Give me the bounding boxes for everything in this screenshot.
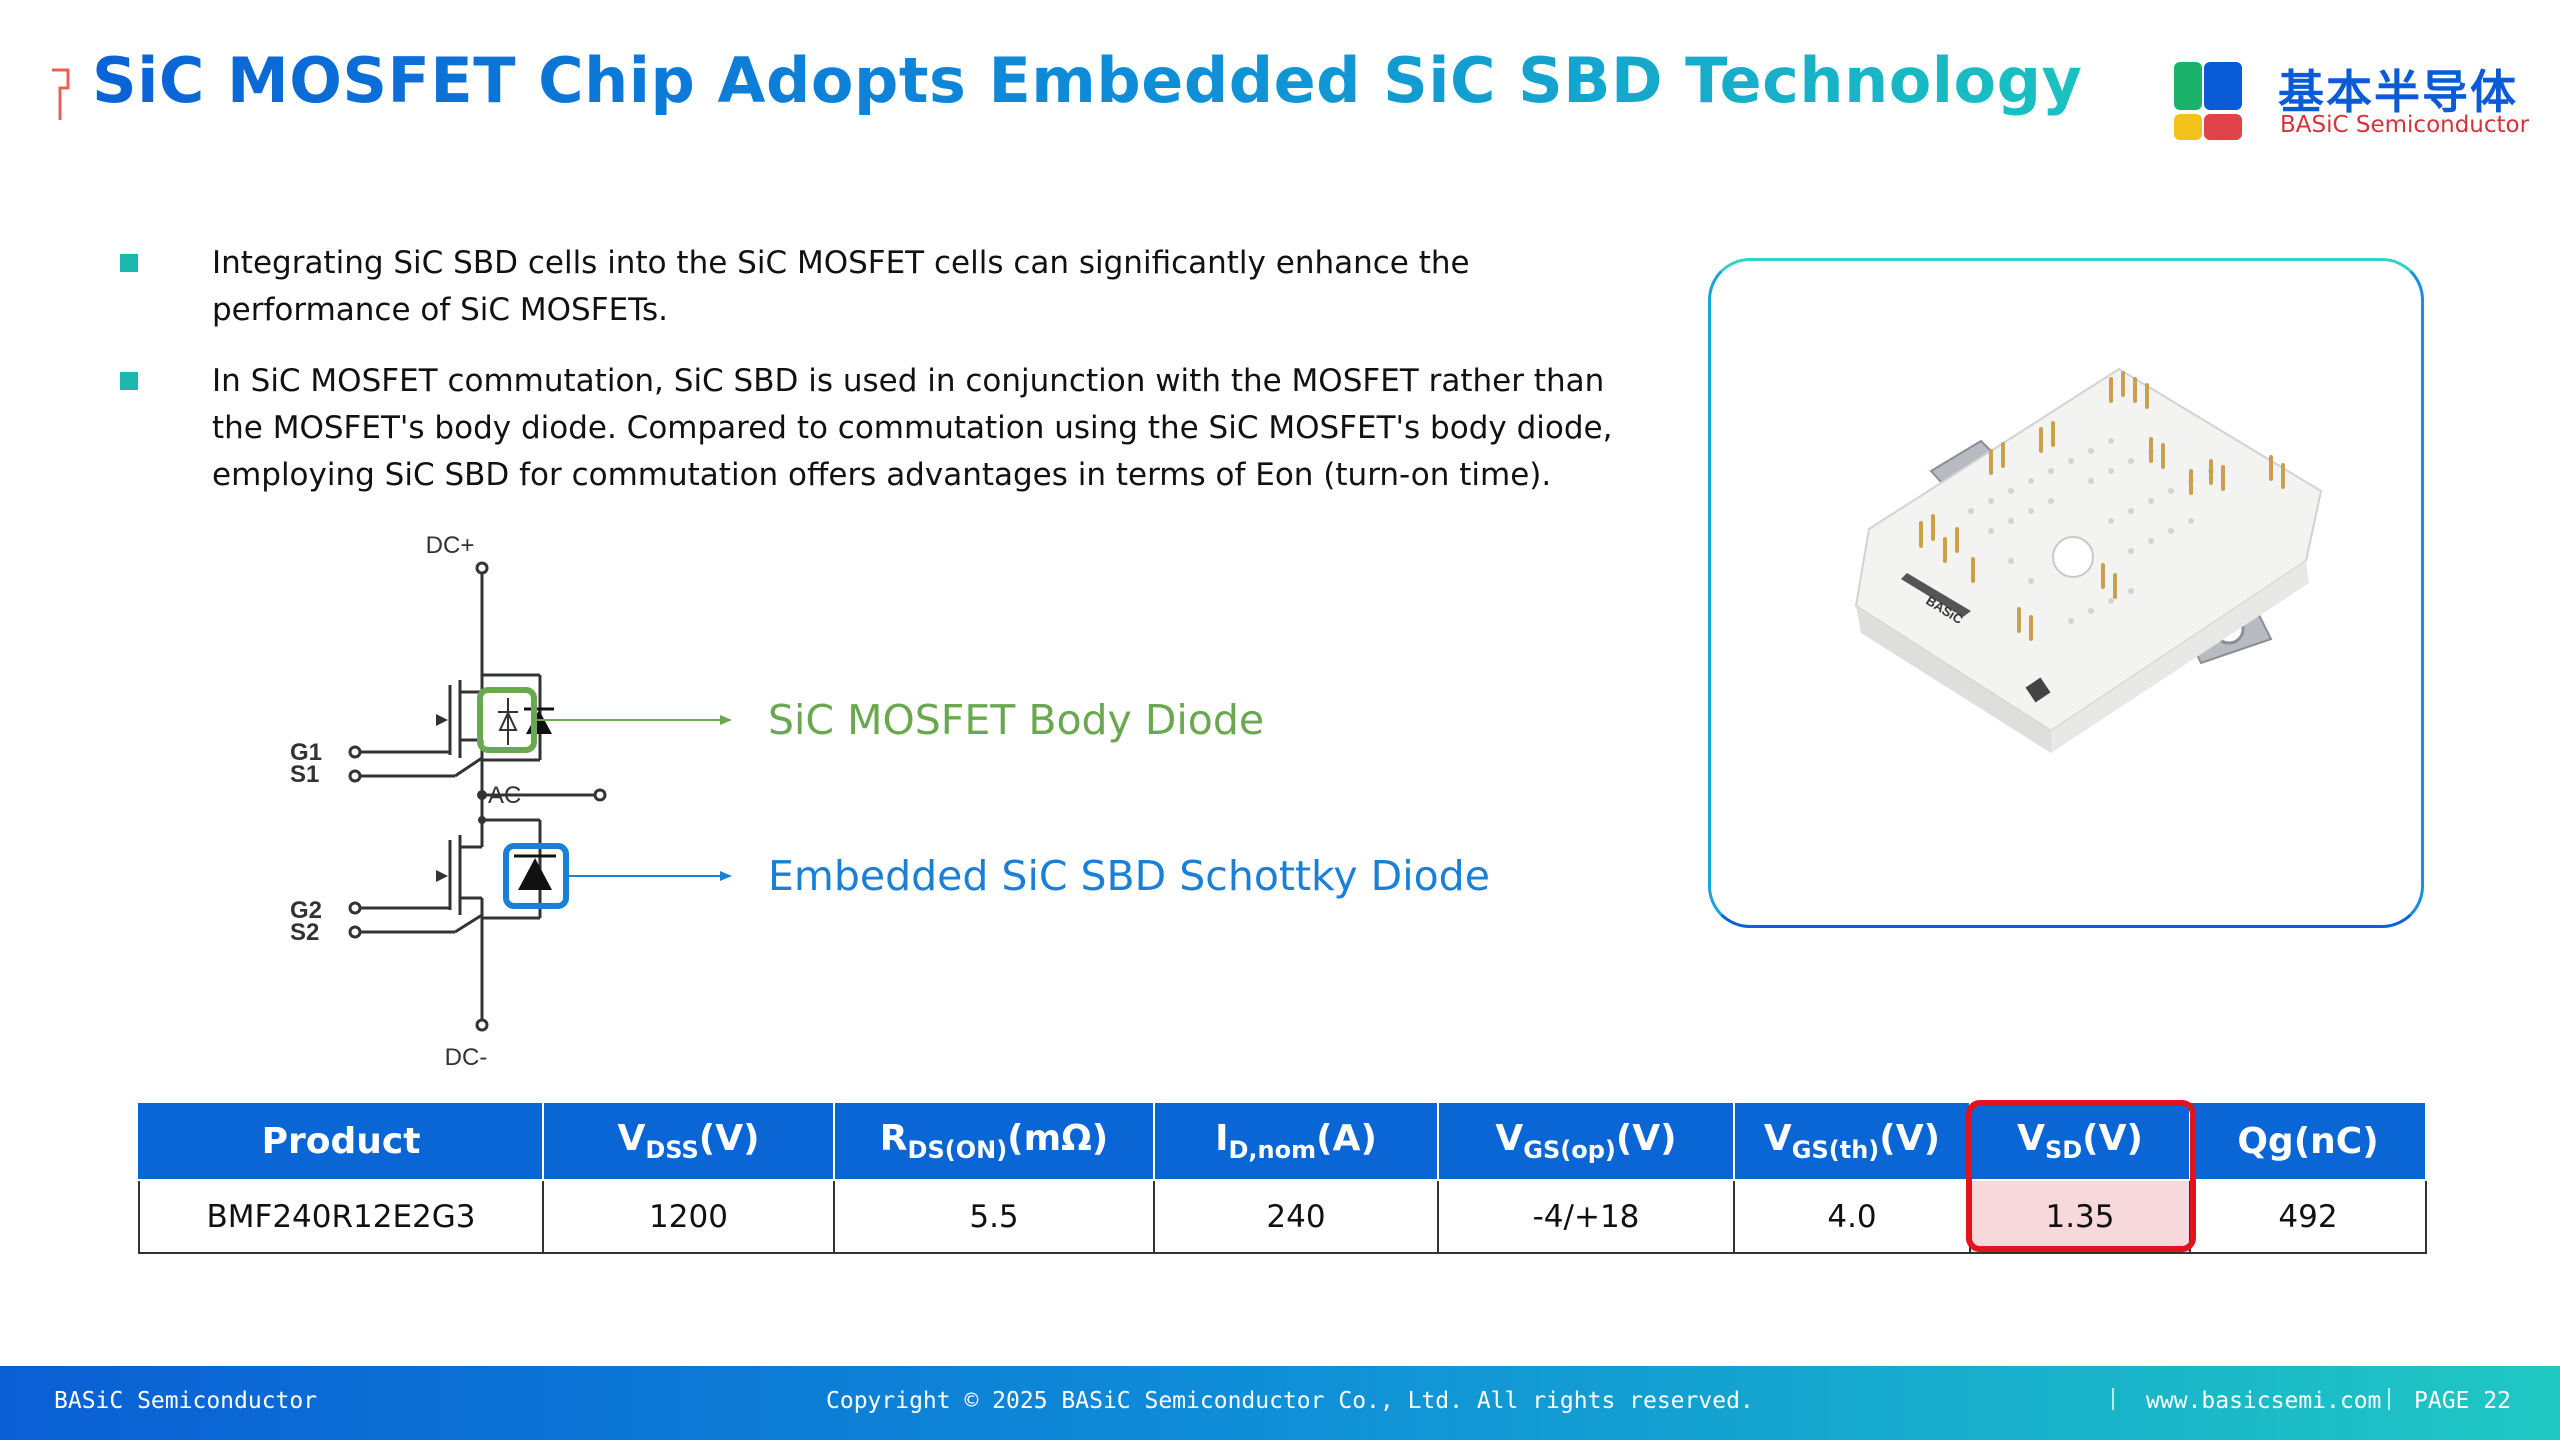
cell-qg: 492 (2189, 1179, 2427, 1254)
product-photo-frame: BASiC (1708, 258, 2424, 928)
half-bridge-circuit-diagram: DC+ AC DC- G1 S1 G2 S2 (290, 532, 1490, 1071)
header-vgsop: VGS(op)(V) (1437, 1101, 1735, 1181)
cell-vsd: 1.35 (1969, 1179, 2191, 1254)
circuit-wiring (348, 561, 607, 1032)
ac-node-dot (477, 790, 487, 800)
s2-label: S2 (290, 919, 319, 946)
title-accent-icon (52, 68, 70, 120)
basic-logo-icon (2174, 62, 2242, 140)
bullet-list: Integrating SiC SBD cells into the SiC M… (118, 240, 1658, 523)
logo-english-text: BASiC Semiconductor (2280, 112, 2530, 138)
lower-sbd-diode-symbol (514, 854, 556, 890)
table-row: BMF240R12E2G3 1200 5.5 240 -4/+18 4.0 1.… (138, 1179, 2427, 1254)
bullet-text: In SiC MOSFET commutation, SiC SBD is us… (212, 363, 1613, 493)
g1-label: G1 (290, 739, 322, 766)
sbd-pointer-arrow-icon (720, 871, 732, 881)
cell-vgsth: 4.0 (1733, 1179, 1971, 1254)
page-title: SiC MOSFET Chip Adopts Embedded SiC SBD … (92, 44, 2083, 117)
header-qg: Qg(nC) (2189, 1101, 2427, 1181)
header-vsd: VSD(V) (1969, 1101, 2191, 1181)
sbd-label: Embedded SiC SBD Schottky Diode (768, 852, 1490, 900)
logo-chinese-text: 基本半导体 (2278, 65, 2518, 119)
g2-label: G2 (290, 897, 322, 924)
footer-company: BASiC Semiconductor (54, 1388, 318, 1414)
dc-plus-label: DC+ (426, 532, 475, 559)
bullet-text: Integrating SiC SBD cells into the SiC M… (212, 245, 1470, 328)
header-product: Product (138, 1101, 544, 1181)
table-header-row: Product VDSS(V) RDS(ON)(mΩ) ID,nom(A) VG… (138, 1101, 2427, 1181)
body-diode-pointer-arrow-icon (720, 715, 732, 725)
header-rdson: RDS(ON)(mΩ) (833, 1101, 1155, 1181)
body-diode-label: SiC MOSFET Body Diode (768, 696, 1264, 744)
footer-copyright: Copyright © 2025 BASiC Semiconductor Co.… (826, 1388, 1754, 1414)
vsd-highlight-box (1966, 1100, 2196, 1252)
footer-page-number: PAGE 22 (2414, 1388, 2511, 1414)
bullet-square-icon (120, 254, 138, 272)
gate-arrow-icon (436, 714, 448, 726)
header-vgsth: VGS(th)(V) (1733, 1101, 1971, 1181)
dc-minus-label: DC- (445, 1044, 488, 1071)
cell-idnom: 240 (1153, 1179, 1439, 1254)
bullet-item: Integrating SiC SBD cells into the SiC M… (118, 240, 1658, 334)
cell-rdson: 5.5 (833, 1179, 1155, 1254)
footer-bar: BASiC Semiconductor Copyright © 2025 BAS… (0, 1366, 2560, 1440)
cell-vgsop: -4/+18 (1437, 1179, 1735, 1254)
cell-product: BMF240R12E2G3 (138, 1179, 544, 1254)
bullet-square-icon (120, 372, 138, 390)
gate-arrow-icon (436, 870, 448, 882)
footer-divider (2112, 1388, 2114, 1410)
s1-label: S1 (290, 761, 319, 788)
header-vdss: VDSS(V) (542, 1101, 835, 1181)
spec-table: Product VDSS(V) RDS(ON)(mΩ) ID,nom(A) VG… (138, 1101, 2427, 1254)
header-idnom: ID,nom(A) (1153, 1101, 1439, 1181)
body-diode-symbol (498, 698, 518, 745)
bullet-item: In SiC MOSFET commutation, SiC SBD is us… (118, 358, 1658, 499)
upper-sbd-diode-symbol (524, 707, 554, 734)
footer-website[interactable]: www.basicsemi.com (2146, 1388, 2382, 1414)
cell-vdss: 1200 (542, 1179, 835, 1254)
power-module-image: BASiC (1854, 367, 2323, 753)
footer-divider (2388, 1388, 2390, 1410)
node-dot (478, 816, 486, 824)
